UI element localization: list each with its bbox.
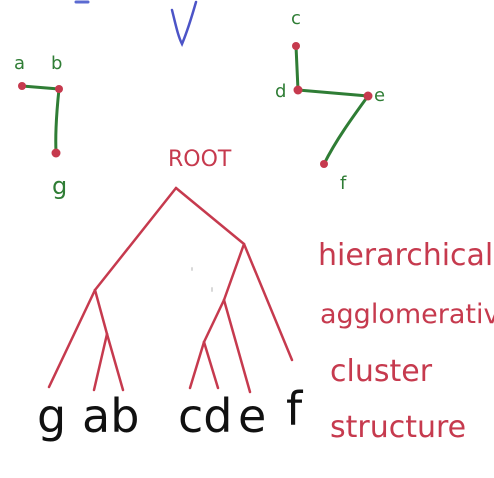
leaf-labels: g ab cd e f xyxy=(37,382,304,443)
caption-line-4: structure xyxy=(330,410,466,445)
tree-branch-right-f xyxy=(242,242,294,362)
tree-branch-right-cde xyxy=(222,242,246,302)
caption: hierarchical agglomerative cluster struc… xyxy=(318,238,494,445)
node-a-label: a xyxy=(14,53,25,74)
caption-line-2: agglomerative xyxy=(320,299,494,330)
tree-branch-root-right xyxy=(174,186,246,246)
tree-branch-cd xyxy=(202,298,226,344)
node-c-dot xyxy=(292,42,300,50)
right-cluster: c d e f xyxy=(275,8,385,194)
node-d-dot xyxy=(293,85,303,95)
root-label: ROOT xyxy=(168,147,232,172)
right-cluster-edge-cd xyxy=(294,44,300,92)
tree-branch-e xyxy=(222,298,252,394)
right-cluster-edge-de xyxy=(296,88,370,98)
leaf-label-ab: ab xyxy=(82,389,139,443)
leaf-label-g: g xyxy=(37,389,66,443)
node-b-dot xyxy=(55,85,63,93)
dendrogram: ROOT xyxy=(47,147,294,394)
caption-line-3: cluster xyxy=(330,354,433,389)
node-f-label: f xyxy=(340,173,347,194)
node-b-label: b xyxy=(51,53,62,74)
node-c-label: c xyxy=(291,8,301,29)
tree-branch-root-left xyxy=(93,186,178,292)
tree-branch-b xyxy=(105,332,125,392)
tree-branch-d xyxy=(202,340,220,390)
node-g-dot xyxy=(51,148,61,158)
top-blue-stroke xyxy=(170,0,198,48)
left-cluster-edge-ab xyxy=(20,84,61,91)
leaf-label-e: e xyxy=(238,389,266,443)
leaf-label-cd: cd xyxy=(178,389,233,443)
tree-branch-a xyxy=(92,332,109,392)
node-f-dot xyxy=(320,160,328,168)
right-cluster-edge-ef xyxy=(322,94,370,166)
caption-line-1: hierarchical xyxy=(318,238,493,273)
tree-branch-left-ab xyxy=(93,288,109,336)
node-e-dot xyxy=(363,91,373,101)
tree-branch-left-g xyxy=(47,288,97,389)
left-cluster: a b g xyxy=(14,53,67,200)
node-d-label: d xyxy=(275,81,286,102)
left-cluster-edge-bg xyxy=(54,87,61,154)
tree-branch-c xyxy=(188,340,206,390)
node-a-dot xyxy=(18,82,26,90)
node-e-label: e xyxy=(374,85,385,106)
leaf-label-f: f xyxy=(286,382,304,436)
node-g-label: g xyxy=(52,172,67,200)
